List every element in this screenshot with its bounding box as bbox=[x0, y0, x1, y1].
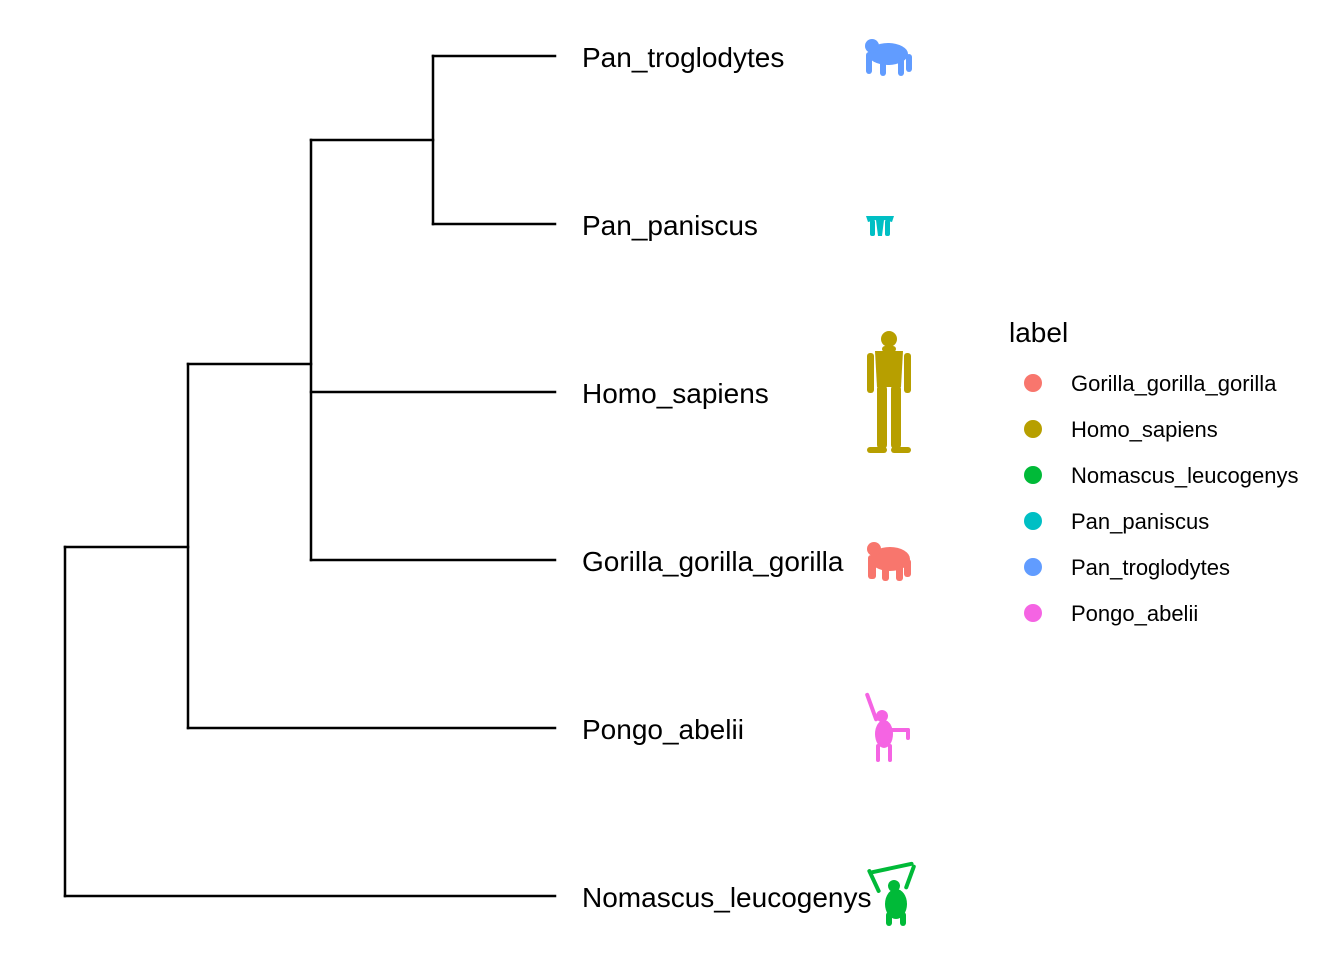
legend-key-dot bbox=[1024, 558, 1042, 576]
gorilla-icon bbox=[867, 542, 911, 581]
tip-label-homo-sapiens: Homo_sapiens bbox=[582, 378, 769, 409]
legend-item: Gorilla_gorilla_gorilla bbox=[1024, 371, 1277, 396]
legend-key-dot bbox=[1024, 512, 1042, 530]
gibbon-icon bbox=[866, 861, 917, 926]
legend-item-label: Nomascus_leucogenys bbox=[1071, 463, 1298, 488]
legend: label Gorilla_gorilla_gorilla Homo_sapie… bbox=[1009, 317, 1298, 626]
orangutan-icon bbox=[864, 692, 910, 762]
legend-item: Nomascus_leucogenys bbox=[1024, 463, 1298, 488]
human-icon bbox=[867, 331, 911, 453]
legend-key-dot bbox=[1024, 604, 1042, 622]
tip-label-pongo-abelii: Pongo_abelii bbox=[582, 714, 744, 745]
chimpanzee-icon bbox=[865, 39, 912, 76]
legend-item-label: Gorilla_gorilla_gorilla bbox=[1071, 371, 1277, 396]
legend-item-label: Homo_sapiens bbox=[1071, 417, 1218, 442]
tip-label-nomascus: Nomascus_leucogenys bbox=[582, 882, 872, 913]
legend-item: Pan_paniscus bbox=[1024, 509, 1209, 534]
legend-item-label: Pongo_abelii bbox=[1071, 601, 1198, 626]
legend-title: label bbox=[1009, 317, 1068, 348]
tip-label-pan-paniscus: Pan_paniscus bbox=[582, 210, 758, 241]
legend-item: Homo_sapiens bbox=[1024, 417, 1218, 442]
legend-item-label: Pan_paniscus bbox=[1071, 509, 1209, 534]
legend-item: Pan_troglodytes bbox=[1024, 555, 1230, 580]
legend-item: Pongo_abelii bbox=[1024, 601, 1198, 626]
legend-key-dot bbox=[1024, 420, 1042, 438]
legend-key-dot bbox=[1024, 374, 1042, 392]
legend-item-label: Pan_troglodytes bbox=[1071, 555, 1230, 580]
tip-label-pan-troglodytes: Pan_troglodytes bbox=[582, 42, 784, 73]
bonobo-icon bbox=[866, 216, 894, 236]
tip-label-gorilla: Gorilla_gorilla_gorilla bbox=[582, 546, 844, 577]
legend-key-dot bbox=[1024, 466, 1042, 484]
